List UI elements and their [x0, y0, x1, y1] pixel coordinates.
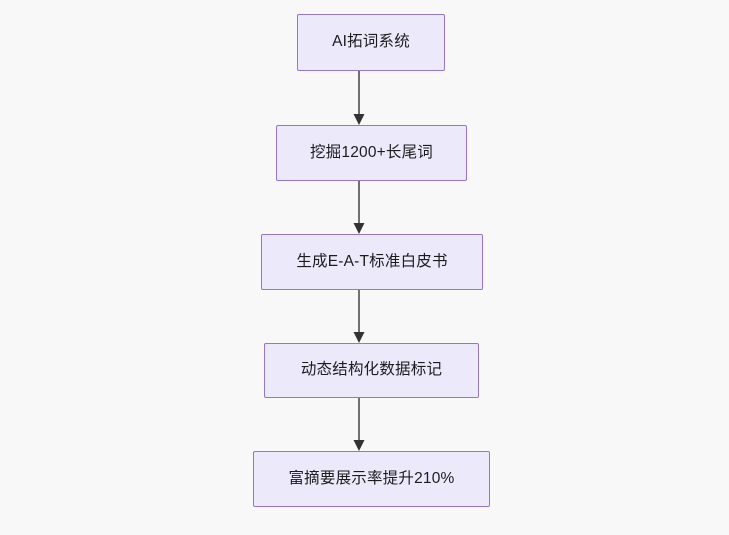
- flowchart-node-eat-whitepaper[interactable]: 生成E-A-T标准白皮书: [261, 234, 483, 290]
- flowchart-node-ai-keyword-system[interactable]: AI拓词系统: [297, 14, 445, 71]
- node-label: 生成E-A-T标准白皮书: [296, 252, 448, 270]
- edge-n2-to-n3: [346, 181, 372, 234]
- edge-n4-to-n5: [346, 398, 372, 451]
- flowchart-node-rich-snippet-result[interactable]: 富摘要展示率提升210%: [253, 451, 490, 507]
- edge-arrow-icon: [353, 398, 365, 451]
- edge-arrow-icon: [353, 71, 365, 125]
- edge-arrow-icon: [353, 290, 365, 343]
- flowchart-node-longtail-keywords[interactable]: 挖掘1200+长尾词: [276, 125, 467, 181]
- edge-arrow-icon: [353, 181, 365, 234]
- edge-n1-to-n2: [346, 71, 372, 125]
- node-label: 动态结构化数据标记: [300, 361, 443, 379]
- flowchart-node-structured-data-markup[interactable]: 动态结构化数据标记: [264, 343, 479, 398]
- node-label: 富摘要展示率提升210%: [288, 469, 455, 487]
- node-label: 挖掘1200+长尾词: [309, 143, 434, 161]
- edge-n3-to-n4: [346, 290, 372, 343]
- node-label: AI拓词系统: [332, 33, 410, 51]
